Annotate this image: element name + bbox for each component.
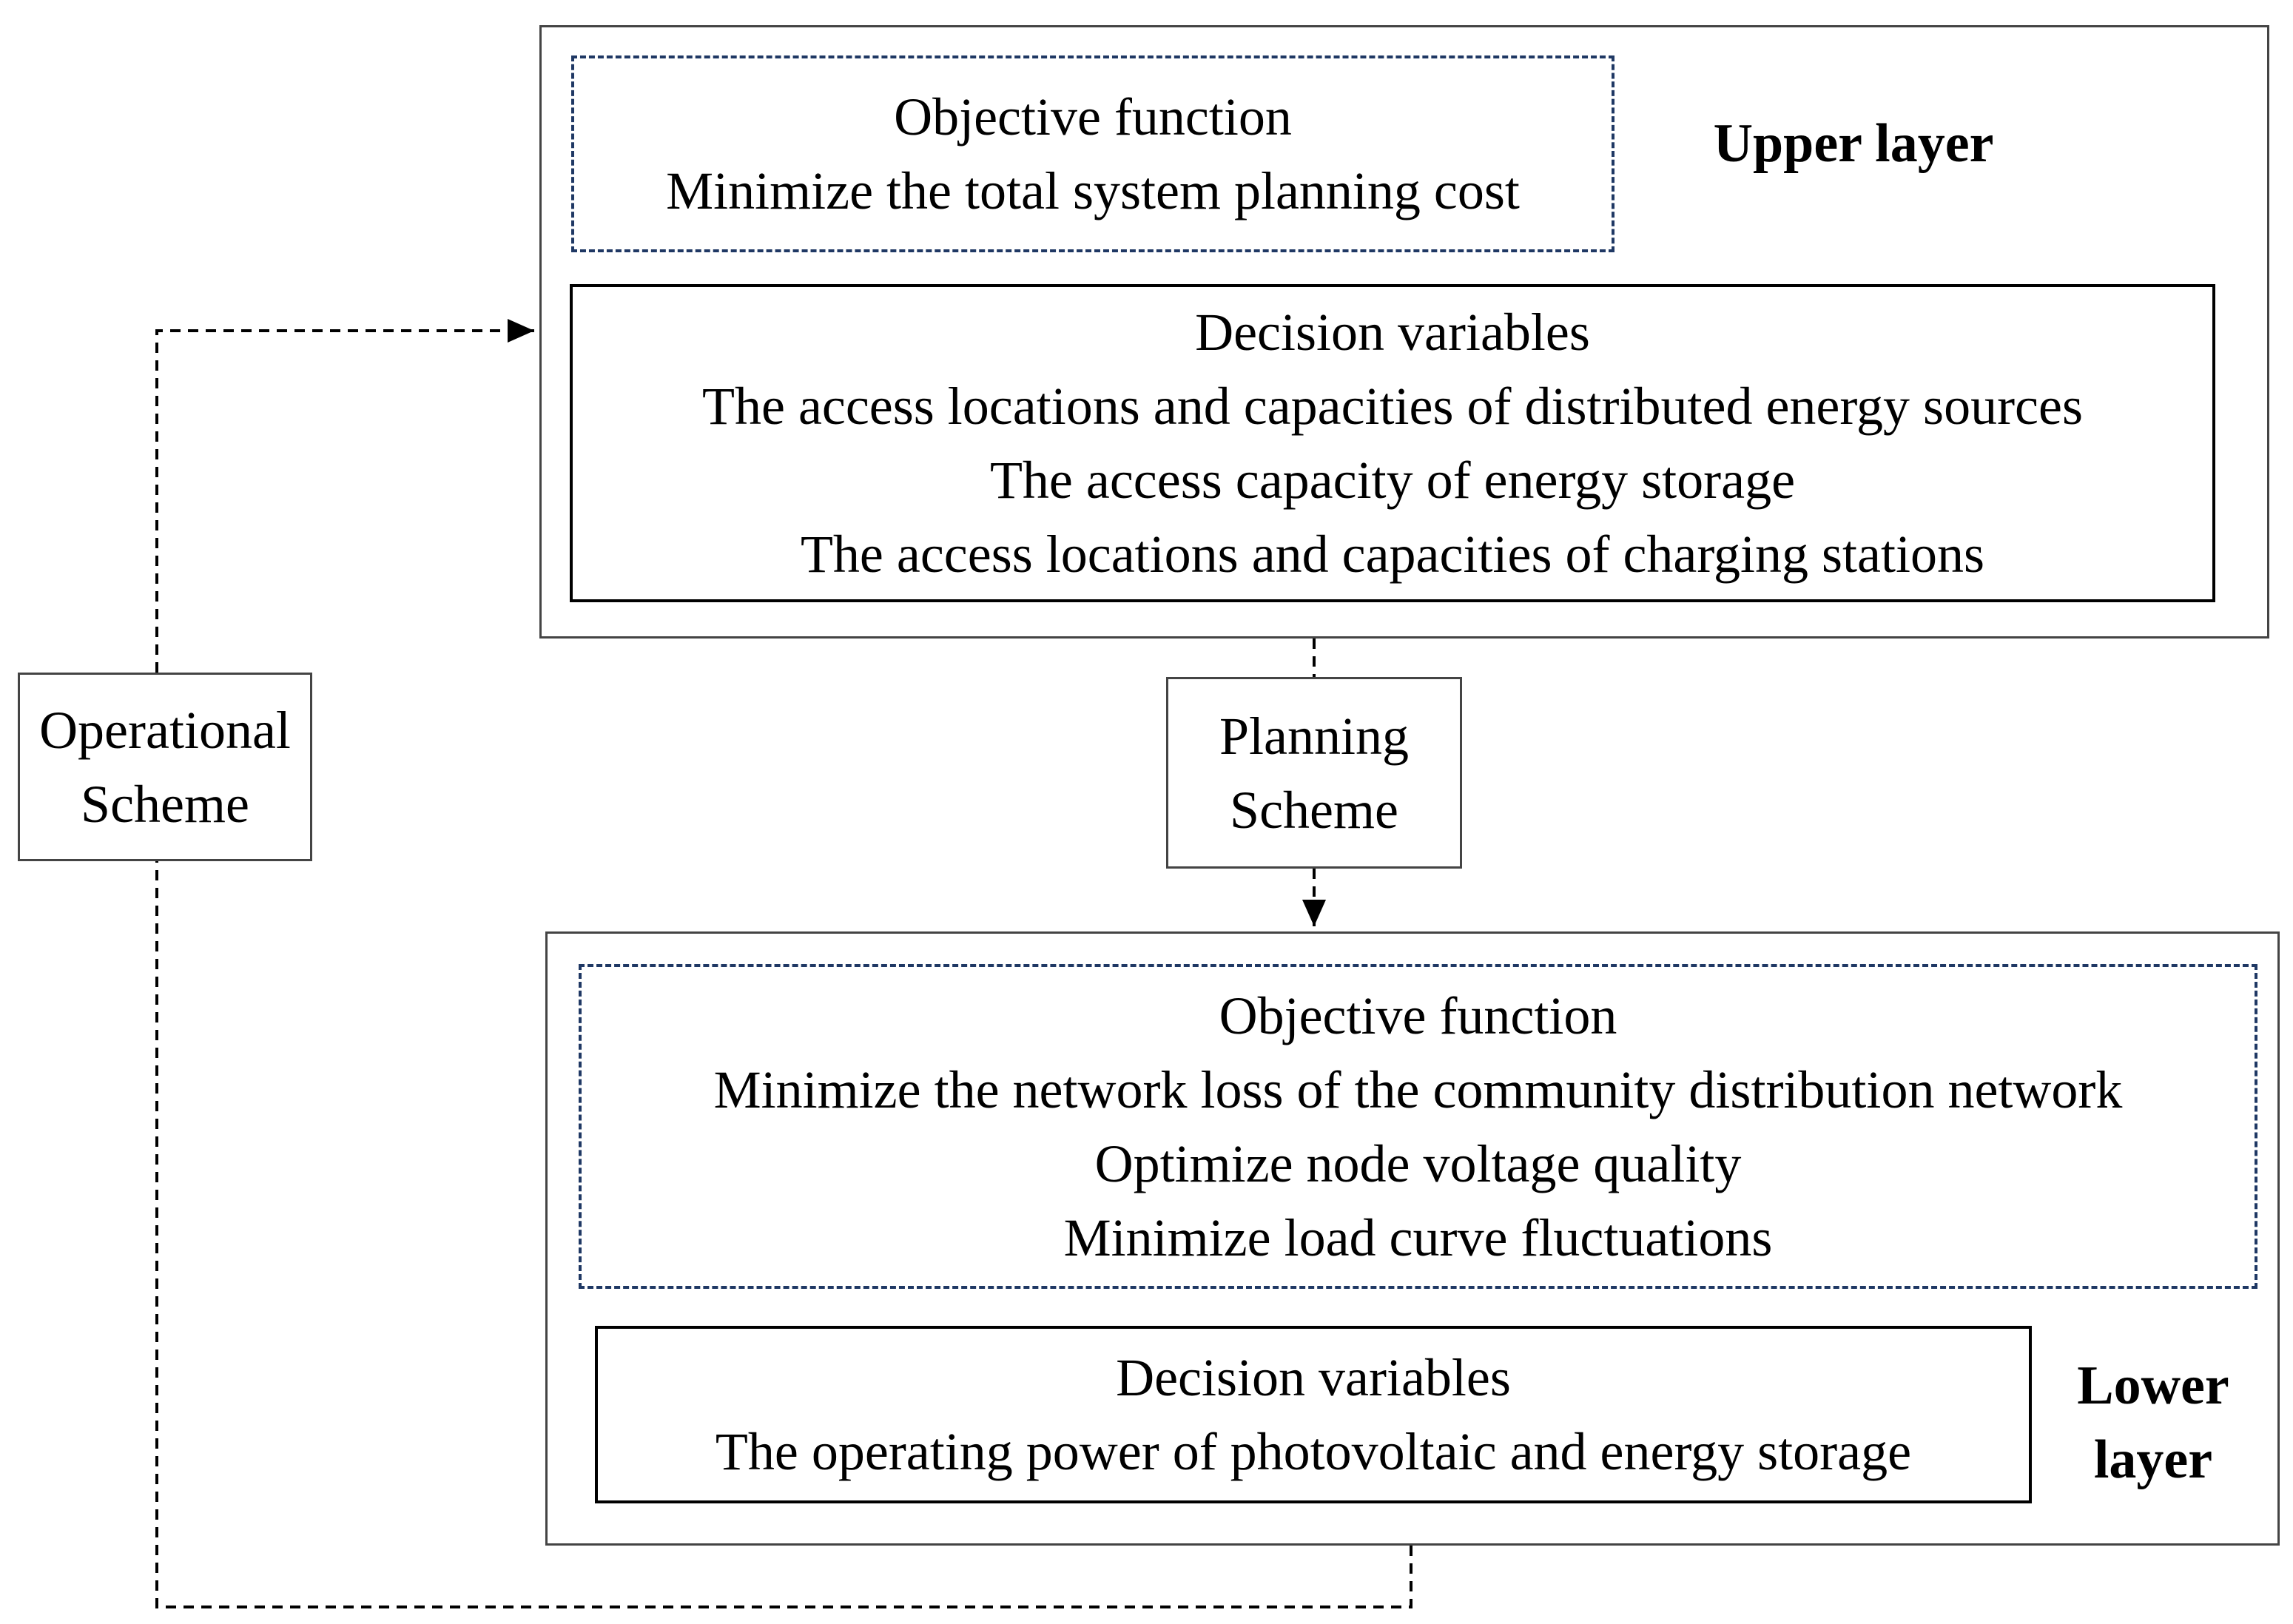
upper-decision-line: The access locations and capacities of c… — [800, 525, 1985, 584]
lower-objective-title: Objective function — [1219, 985, 1617, 1045]
operational-scheme-line2: Scheme — [81, 774, 249, 834]
lower-objective-line: Minimize the network loss of the communi… — [713, 1059, 2123, 1119]
upper-layer-label: Upper layer — [1713, 113, 1994, 174]
upper-layer-box — [539, 25, 2269, 639]
upper-decision-title: Decision variables — [1195, 303, 1590, 362]
lower-objective-box: Objective function Minimize the network … — [579, 964, 2257, 1289]
upper-objective-line: Minimize the total system planning cost — [666, 161, 1520, 220]
lower-layer-label-line1: Lower — [2077, 1355, 2229, 1416]
lower-to-operational-line — [155, 861, 1412, 1608]
lower-decision-line: The operating power of photovoltaic and … — [715, 1422, 1912, 1481]
upper-objective-title: Objective function — [894, 87, 1292, 146]
lower-decision-box: Decision variables The operating power o… — [595, 1326, 2032, 1503]
operational-to-upper-arrow — [155, 319, 534, 673]
lower-objective-line: Minimize load curve fluctuations — [1063, 1207, 1773, 1267]
operational-scheme-line1: Operational — [39, 700, 291, 760]
upper-decision-line: The access capacity of energy storage — [989, 451, 1796, 510]
lower-layer-box — [545, 931, 2280, 1546]
planning-scheme-box: Planning Scheme — [1166, 677, 1462, 869]
upper-decision-box: Decision variables The access locations … — [570, 284, 2215, 602]
lower-layer-label-line2: layer — [2093, 1429, 2213, 1490]
lower-layer-label: Lower layer — [2042, 1349, 2264, 1497]
planning-scheme-line2: Scheme — [1230, 780, 1398, 840]
planning-scheme-line1: Planning — [1219, 706, 1409, 766]
upper-decision-line: The access locations and capacities of d… — [702, 377, 2083, 436]
lower-decision-title: Decision variables — [1116, 1348, 1511, 1407]
operational-scheme-box: Operational Scheme — [18, 673, 312, 861]
lower-objective-line: Optimize node voltage quality — [1094, 1133, 1742, 1193]
upper-objective-box: Objective function Minimize the total sy… — [571, 55, 1614, 252]
